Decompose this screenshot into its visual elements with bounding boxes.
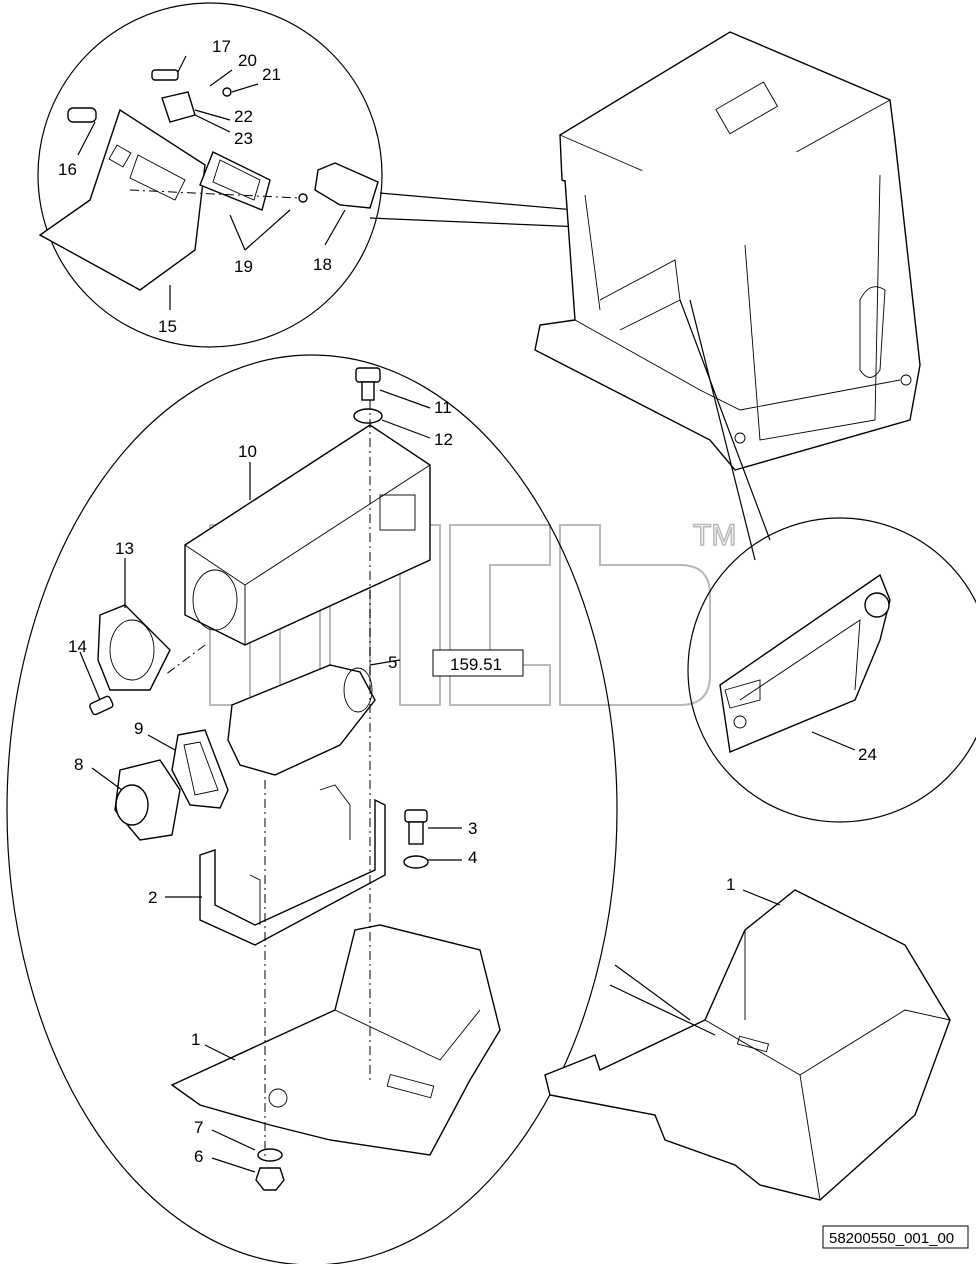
callout-2: 2 bbox=[148, 888, 157, 907]
callout-4: 4 bbox=[468, 848, 477, 867]
callout-7: 7 bbox=[194, 1118, 203, 1137]
callout-20: 20 bbox=[238, 51, 257, 70]
detail-circle-right: 24 bbox=[687, 517, 976, 823]
callout-11: 11 bbox=[434, 398, 452, 417]
callout-3: 3 bbox=[468, 819, 477, 838]
detail-circle-top: 17 20 21 22 23 16 19 18 15 bbox=[37, 2, 383, 348]
callout-21: 21 bbox=[262, 65, 281, 84]
reference-label: 159.51 bbox=[450, 655, 502, 674]
callout-5: 5 bbox=[388, 653, 397, 672]
trademark-label: TM bbox=[693, 519, 736, 552]
callout-19: 19 bbox=[234, 257, 253, 276]
callout-9: 9 bbox=[134, 719, 143, 738]
callout-8: 8 bbox=[74, 755, 83, 774]
callout-23: 23 bbox=[234, 129, 253, 148]
reference-box bbox=[432, 649, 524, 677]
callout-24: 24 bbox=[858, 745, 877, 764]
callout-15: 15 bbox=[158, 317, 177, 336]
exploded-heater-assembly: 11 12 10 13 14 5 159.51 9 8 bbox=[6, 354, 618, 1264]
cab-frame bbox=[534, 31, 921, 471]
callout-1-left: 1 bbox=[191, 1030, 200, 1049]
callout-10: 10 bbox=[238, 442, 257, 461]
floor-part-1: 1 bbox=[544, 875, 951, 1201]
drawing-number-box bbox=[822, 1225, 969, 1249]
callout-1-right: 1 bbox=[726, 875, 735, 894]
callout-14: 14 bbox=[68, 637, 87, 656]
callout-22: 22 bbox=[234, 107, 253, 126]
drawing-number: 58200550_001_00 bbox=[829, 1230, 954, 1247]
callout-16: 16 bbox=[58, 160, 77, 179]
callout-18: 18 bbox=[313, 255, 332, 274]
callout-17: 17 bbox=[212, 37, 231, 56]
callout-12: 12 bbox=[434, 430, 453, 449]
callout-6: 6 bbox=[194, 1147, 203, 1166]
callout-13: 13 bbox=[115, 539, 134, 558]
